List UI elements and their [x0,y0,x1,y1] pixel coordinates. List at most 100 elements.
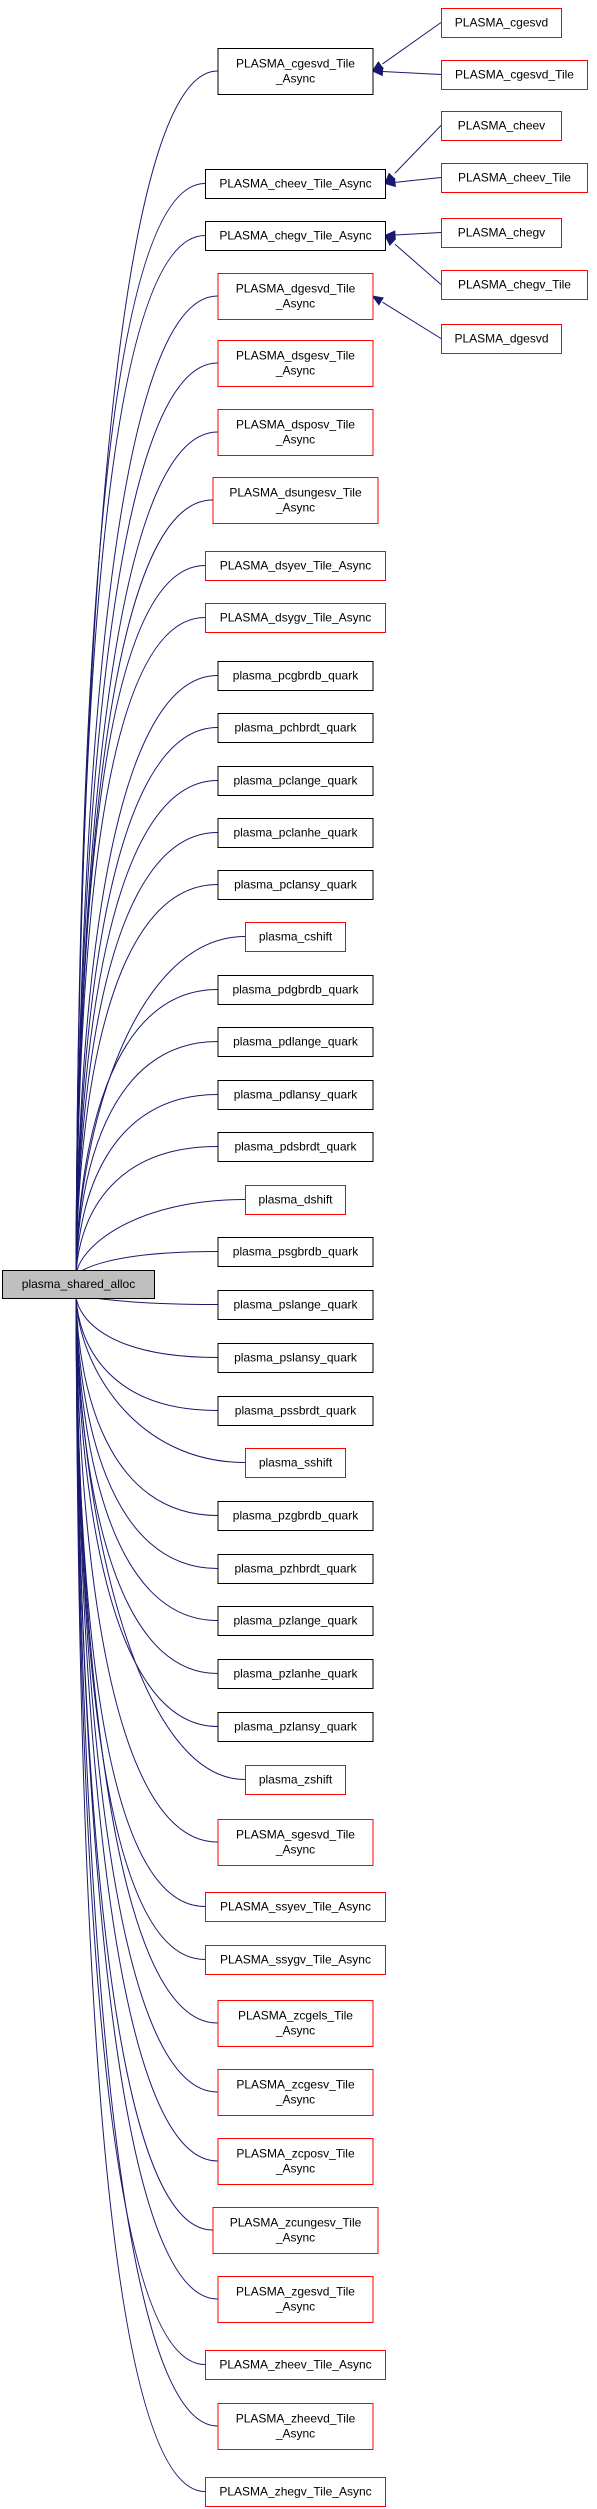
node-box [217,2138,374,2185]
node-n9[interactable]: plasma_pcgbrdb_quark [217,661,374,691]
node-n13[interactable]: plasma_pclansy_quark [217,870,374,900]
node-box [217,1396,374,1426]
node-label-line: plasma_zshift [259,1773,333,1787]
root-node[interactable]: plasma_shared_alloc [2,1270,155,1299]
node-box [245,1185,346,1215]
node-m0[interactable]: PLASMA_cgesvd [441,8,562,38]
node-n3[interactable]: PLASMA_dgesvd_Tile_Async [217,273,374,320]
node-label-line: plasma_pclange_quark [233,774,358,788]
node-n24[interactable]: plasma_sshift [245,1448,346,1478]
node-label-line: PLASMA_zhegv_Tile_Async [219,2485,371,2499]
node-m2[interactable]: PLASMA_cheev [441,111,562,141]
node-n7[interactable]: PLASMA_dsyev_Tile_Async [205,551,386,581]
node-label-line: PLASMA_dsygv_Tile_Async [220,611,372,625]
node-n27[interactable]: plasma_pzlange_quark [217,1606,374,1636]
edge-n18-to-root [75,1146,218,1277]
node-label-line: plasma_pzlansy_quark [234,1720,358,1734]
node-m3[interactable]: PLASMA_cheev_Tile [441,163,588,193]
node-n32[interactable]: PLASMA_ssyev_Tile_Async [205,1892,386,1922]
node-label-line: plasma_pzgbrdb_quark [233,1509,359,1523]
node-n29[interactable]: plasma_pzlansy_quark [217,1712,374,1742]
node-n26[interactable]: plasma_pzhbrdt_quark [217,1554,374,1584]
node-n11[interactable]: plasma_pclange_quark [217,766,374,796]
node-n18[interactable]: plasma_pdsbrdt_quark [217,1132,374,1162]
node-n19[interactable]: plasma_dshift [245,1185,346,1215]
node-n28[interactable]: plasma_pzlanhe_quark [217,1659,374,1689]
edge-n22-to-root [75,1295,218,1358]
arrowhead-m5 [383,234,397,246]
node-label-line: PLASMA_zcungesv_Tile [230,2216,362,2230]
node-box [217,273,374,320]
edge-n32-to-root [75,1295,206,1907]
node-box [217,975,374,1005]
edge-n38-to-root [75,1295,218,2300]
node-m5[interactable]: PLASMA_chegv_Tile [441,270,588,300]
node-n12[interactable]: plasma_pclanhe_quark [217,818,374,848]
edge-n31-to-root [75,1295,218,1843]
node-box [205,1892,386,1922]
node-label-line: plasma_cshift [259,930,333,944]
node-label-line: _Async [275,2093,315,2107]
node-n31[interactable]: PLASMA_sgesvd_Tile_Async [217,1819,374,1866]
node-label-line: plasma_pcgbrdb_quark [233,669,359,683]
node-box [441,111,562,141]
node-m1[interactable]: PLASMA_cgesvd_Tile [441,60,588,90]
node-n35[interactable]: PLASMA_zcgesv_Tile_Async [217,2069,374,2116]
node-label-line: PLASMA_zcgesv_Tile [236,2078,355,2092]
edge-n2-to-root [75,235,206,1277]
node-n40[interactable]: PLASMA_zheevd_Tile_Async [217,2403,374,2450]
node-n15[interactable]: plasma_pdgbrdb_quark [217,975,374,1005]
node-n16[interactable]: plasma_pdlange_quark [217,1027,374,1057]
node-n8[interactable]: PLASMA_dsygv_Tile_Async [205,603,386,633]
node-n30[interactable]: plasma_zshift [245,1765,346,1795]
node-label-line: PLASMA_cgesvd [455,16,548,30]
nodes-layer: plasma_shared_allocPLASMA_cgesvd_Tile_As… [2,8,588,2507]
node-box [217,2000,374,2047]
node-label-line: _Async [275,433,315,447]
node-n4[interactable]: PLASMA_dsgesv_Tile_Async [217,340,374,387]
node-n36[interactable]: PLASMA_zcposv_Tile_Async [217,2138,374,2185]
edge-n7-to-root [75,565,206,1277]
edge-n3-to-root [75,295,218,1277]
node-box [217,1606,374,1636]
node-n1[interactable]: PLASMA_cheev_Tile_Async [205,169,386,199]
node-n39[interactable]: PLASMA_zheev_Tile_Async [205,2350,386,2380]
node-box [205,221,386,251]
node-box [205,2477,386,2507]
edge-n17-to-root [75,1094,218,1277]
node-label-line: PLASMA_dsungesv_Tile [229,486,362,500]
node-n6[interactable]: PLASMA_dsungesv_Tile_Async [212,477,379,524]
node-n17[interactable]: plasma_pdlansy_quark [217,1080,374,1110]
node-label-line: plasma_pdlansy_quark [234,1088,358,1102]
node-n38[interactable]: PLASMA_zgesvd_Tile_Async [217,2276,374,2323]
node-label-line: plasma_shared_alloc [22,1277,135,1291]
node-n41[interactable]: PLASMA_zhegv_Tile_Async [205,2477,386,2507]
node-n23[interactable]: plasma_pssbrdt_quark [217,1396,374,1426]
node-n33[interactable]: PLASMA_ssygv_Tile_Async [205,1945,386,1975]
node-n20[interactable]: plasma_psgbrdb_quark [217,1237,374,1267]
node-m6[interactable]: PLASMA_dgesvd [441,324,562,354]
node-label-line: plasma_pdgbrdb_quark [232,983,359,997]
arrowhead-m3 [383,177,396,188]
edge-n16-to-root [75,1041,218,1277]
node-label-line: PLASMA_chegv_Tile [458,278,571,292]
node-n25[interactable]: plasma_pzgbrdb_quark [217,1501,374,1531]
arrowhead-m6 [371,295,384,306]
node-n5[interactable]: PLASMA_dsposv_Tile_Async [217,409,374,456]
node-n14[interactable]: plasma_cshift [245,922,346,952]
node-label-line: PLASMA_zcposv_Tile [236,2147,355,2161]
arrowhead-m1 [371,66,384,77]
node-box [441,218,562,248]
edge-n0-to-root [75,70,218,1277]
node-m4[interactable]: PLASMA_chegv [441,218,562,248]
node-label-line: plasma_pclanhe_quark [233,826,358,840]
node-n2[interactable]: PLASMA_chegv_Tile_Async [205,221,386,251]
node-n34[interactable]: PLASMA_zcgels_Tile_Async [217,2000,374,2047]
node-n0[interactable]: PLASMA_cgesvd_Tile_Async [217,48,374,95]
node-n37[interactable]: PLASMA_zcungesv_Tile_Async [212,2207,379,2254]
node-n10[interactable]: plasma_pchbrdt_quark [217,713,374,743]
node-n21[interactable]: plasma_pslange_quark [217,1290,374,1320]
node-label-line: plasma_pdsbrdt_quark [234,1140,357,1154]
node-label-line: PLASMA_ssygv_Tile_Async [220,1953,371,1967]
node-n22[interactable]: plasma_pslansy_quark [217,1343,374,1373]
